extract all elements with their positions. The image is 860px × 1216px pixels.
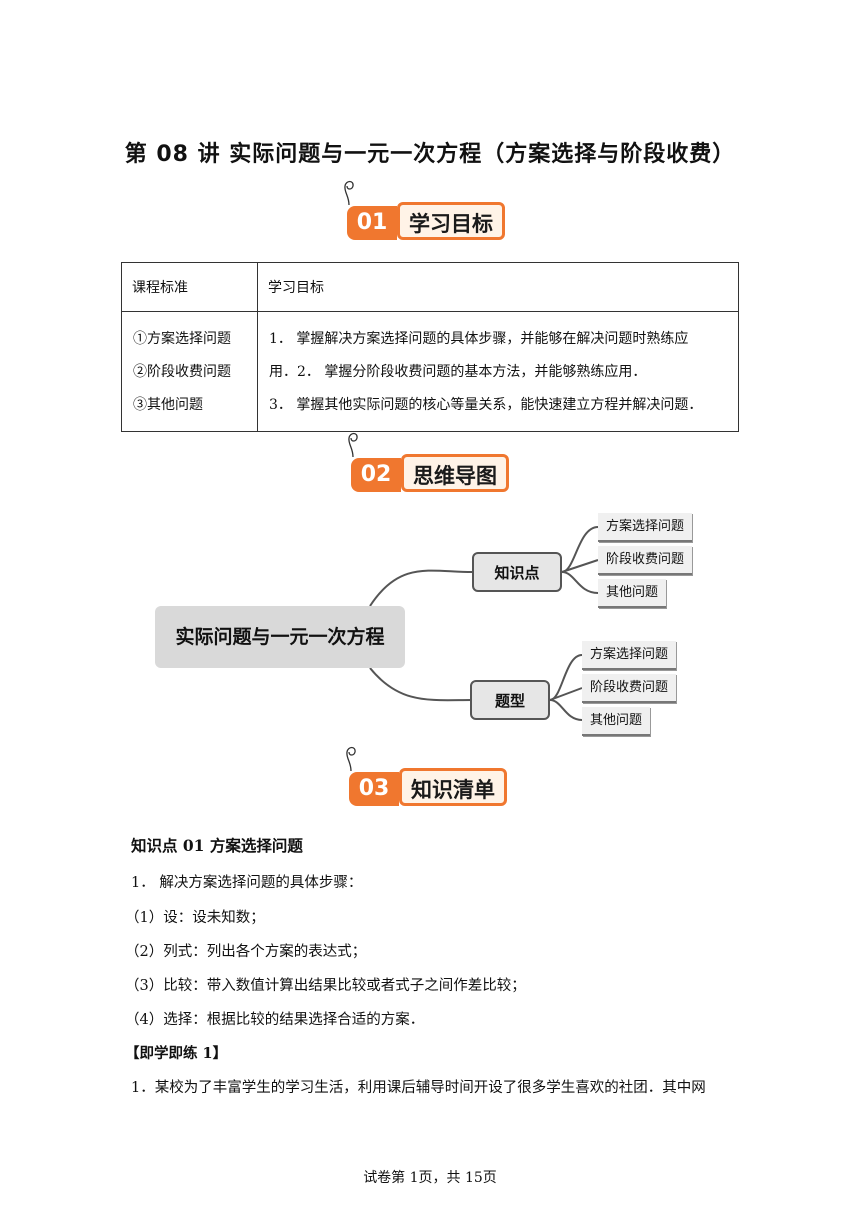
section-number: 02	[351, 458, 401, 492]
standard-item: ③其他问题	[133, 397, 203, 413]
pin-icon	[346, 746, 356, 772]
mindmap-leaf: 其他问题	[598, 579, 667, 608]
section-badge-02: 02 思维导图	[348, 432, 513, 494]
practice-label: 【即学即练 1】	[125, 1045, 228, 1062]
knowledge-line: （3）比较：带入数值计算出结果比较或者式子之间作差比较；	[125, 978, 526, 994]
knowledge-line: （1）设：设未知数；	[125, 910, 265, 926]
table-header-standard: 课程标准	[121, 262, 258, 312]
knowledge-line: 1． 解决方案选择问题的具体步骤：	[131, 875, 363, 891]
goal-line: 用．2． 掌握分阶段收费问题的基本方法，并能够熟练应用．	[269, 364, 647, 380]
knowledge-line: （4）选择：根据比较的结果选择合适的方案．	[125, 1012, 425, 1028]
section-badge-01: 01 学习目标	[344, 180, 509, 242]
standard-item: ②阶段收费问题	[133, 364, 231, 380]
section-number: 03	[349, 772, 399, 806]
section-label: 思维导图	[401, 454, 509, 492]
pin-icon	[344, 180, 354, 206]
standard-item: ①方案选择问题	[133, 331, 231, 347]
standards-cell: ①方案选择问题 ②阶段收费问题 ③其他问题	[121, 311, 258, 432]
mindmap-branch-question-types: 题型	[470, 680, 550, 720]
mindmap-leaf: 方案选择问题	[582, 641, 677, 670]
goal-line: 1． 掌握解决方案选择问题的具体步骤，并能够在解决问题时熟练应	[269, 331, 689, 347]
section-label: 学习目标	[397, 202, 505, 240]
mindmap-leaf: 阶段收费问题	[582, 674, 677, 703]
section-badge-03: 03 知识清单	[346, 746, 511, 808]
section-number: 01	[347, 206, 397, 240]
mindmap-leaf: 其他问题	[582, 707, 651, 736]
mindmap-branch-knowledge: 知识点	[472, 552, 562, 592]
goal-table: 课程标准 学习目标 ①方案选择问题 ②阶段收费问题 ③其他问题 1． 掌握解决方…	[121, 262, 739, 432]
knowledge-line: （2）列式：列出各个方案的表达式；	[125, 944, 367, 960]
question-text: 1．某校为了丰富学生的学习生活，利用课后辅导时间开设了很多学生喜欢的社团．其中网	[131, 1080, 706, 1096]
mindmap-root: 实际问题与一元一次方程	[155, 606, 405, 668]
goal-line: 3． 掌握其他实际问题的核心等量关系，能快速建立方程并解决问题．	[269, 397, 703, 413]
table-header-goal: 学习目标	[257, 262, 739, 312]
mindmap-leaf: 阶段收费问题	[598, 546, 693, 575]
page-footer: 试卷第 1页，共 15页	[363, 1170, 497, 1186]
page-title: 第 08 讲 实际问题与一元一次方程（方案选择与阶段收费）	[124, 142, 736, 167]
mindmap-leaf: 方案选择问题	[598, 513, 693, 542]
knowledge-heading: 知识点 01 方案选择问题	[131, 836, 303, 855]
pin-icon	[348, 432, 358, 458]
goals-cell: 1． 掌握解决方案选择问题的具体步骤，并能够在解决问题时熟练应 用．2． 掌握分…	[257, 311, 739, 432]
section-label: 知识清单	[399, 768, 507, 806]
